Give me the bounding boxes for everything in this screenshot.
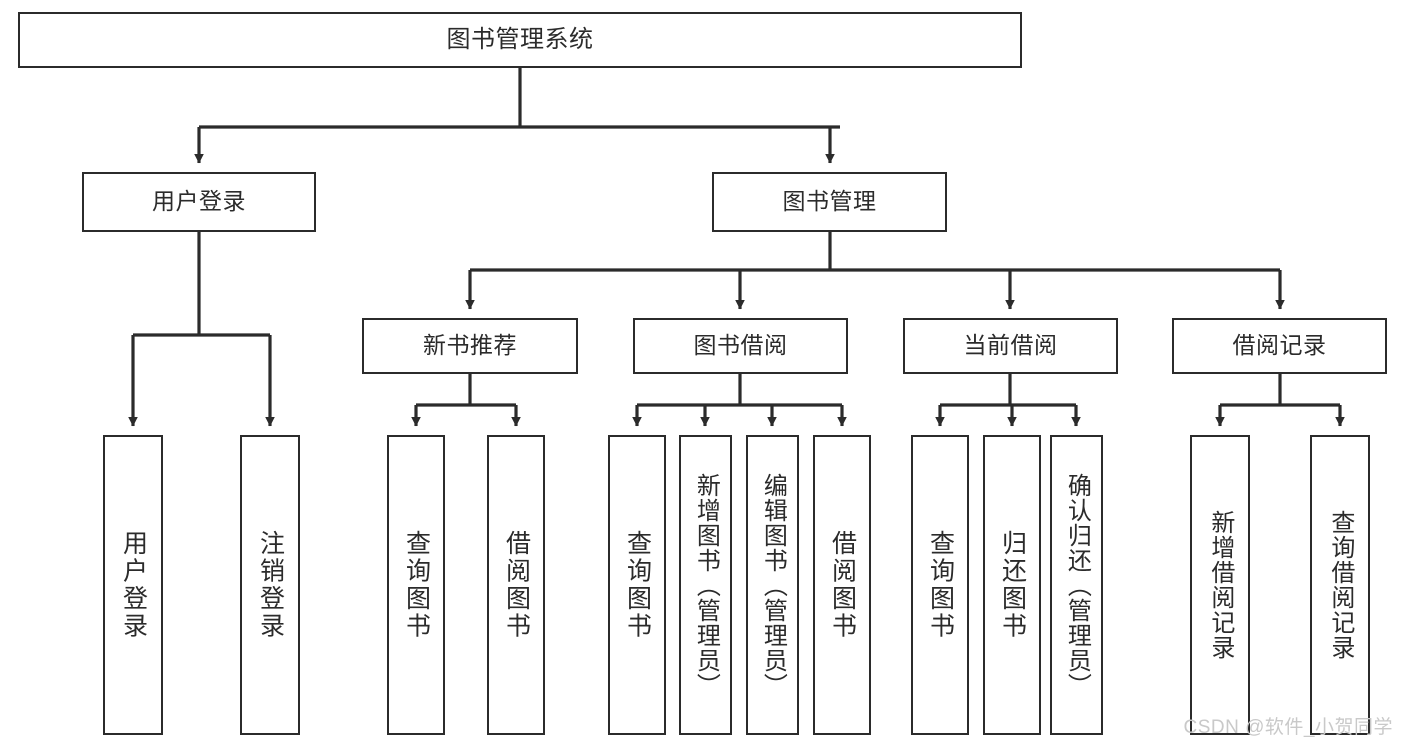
node-book-management-label: 图书管理	[782, 188, 877, 215]
node-leaf-user-login-label: 用户登录	[119, 530, 148, 640]
node-leaf-add-book-admin[interactable]: 新增图书（管理员）	[679, 435, 732, 735]
node-leaf-logout[interactable]: 注销登录	[240, 435, 300, 735]
node-leaf-confirm-return-admin[interactable]: 确认归还（管理员）	[1050, 435, 1103, 735]
node-current-borrow-label: 当前借阅	[963, 332, 1058, 359]
node-leaf-query-book-1-label: 查询图书	[402, 530, 431, 640]
node-leaf-query-book-3[interactable]: 查询图书	[911, 435, 969, 735]
node-borrow-record[interactable]: 借阅记录	[1172, 318, 1387, 374]
node-leaf-add-borrow-record-label: 新增借阅记录	[1206, 510, 1234, 660]
node-leaf-borrow-book-2-label: 借阅图书	[828, 530, 857, 640]
node-leaf-borrow-book-2[interactable]: 借阅图书	[813, 435, 871, 735]
node-leaf-query-book-2-label: 查询图书	[623, 530, 652, 640]
node-leaf-query-book-1[interactable]: 查询图书	[387, 435, 445, 735]
node-borrow-record-label: 借阅记录	[1232, 332, 1327, 359]
node-leaf-confirm-return-admin-label: 确认归还（管理员）	[1063, 472, 1091, 698]
node-leaf-logout-label: 注销登录	[256, 530, 285, 640]
node-leaf-return-book[interactable]: 归还图书	[983, 435, 1041, 735]
node-new-book-recommend[interactable]: 新书推荐	[362, 318, 578, 374]
node-leaf-query-book-2[interactable]: 查询图书	[608, 435, 666, 735]
node-book-borrow[interactable]: 图书借阅	[633, 318, 848, 374]
node-leaf-add-book-admin-label: 新增图书（管理员）	[692, 472, 720, 698]
node-leaf-edit-book-admin-label: 编辑图书（管理员）	[759, 472, 787, 698]
node-book-borrow-label: 图书借阅	[693, 332, 788, 359]
node-new-book-recommend-label: 新书推荐	[423, 332, 517, 359]
node-root-label: 图书管理系统	[446, 25, 594, 53]
csdn-watermark: CSDN @软件_小贺同学	[1183, 717, 1393, 738]
node-leaf-return-book-label: 归还图书	[998, 530, 1027, 640]
node-leaf-query-borrow-record[interactable]: 查询借阅记录	[1310, 435, 1370, 735]
node-leaf-add-borrow-record[interactable]: 新增借阅记录	[1190, 435, 1250, 735]
node-leaf-borrow-book-1[interactable]: 借阅图书	[487, 435, 545, 735]
node-leaf-borrow-book-1-label: 借阅图书	[502, 530, 531, 640]
node-book-management[interactable]: 图书管理	[712, 172, 947, 232]
node-leaf-user-login[interactable]: 用户登录	[103, 435, 163, 735]
node-current-borrow[interactable]: 当前借阅	[903, 318, 1118, 374]
node-user-login[interactable]: 用户登录	[82, 172, 316, 232]
node-user-login-label: 用户登录	[152, 188, 246, 215]
node-root[interactable]: 图书管理系统	[18, 12, 1022, 68]
node-leaf-edit-book-admin[interactable]: 编辑图书（管理员）	[746, 435, 799, 735]
node-leaf-query-book-3-label: 查询图书	[926, 530, 955, 640]
node-leaf-query-borrow-record-label: 查询借阅记录	[1326, 510, 1354, 660]
